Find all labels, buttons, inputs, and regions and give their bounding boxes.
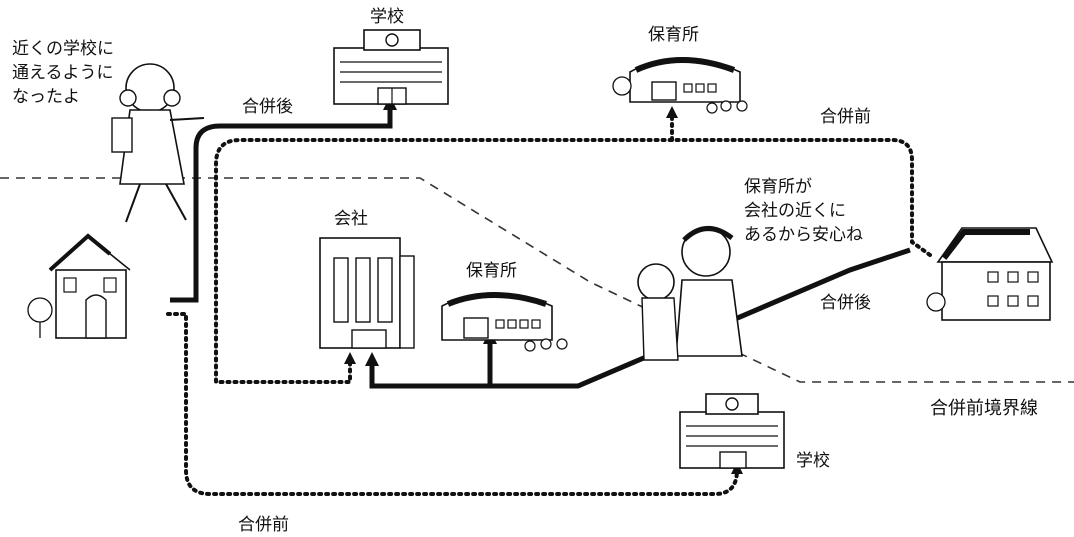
school-bottom-label: 学校: [796, 451, 830, 471]
school-bottom-building: [679, 393, 785, 469]
child-speech-line-3: なったよ: [12, 87, 80, 107]
mother-speech-line-3: あるから安心ね: [744, 225, 863, 245]
after-merger-label-top: 合併後: [242, 97, 293, 117]
house-right: [926, 227, 1054, 321]
school-top-building: [333, 29, 449, 105]
arrow-head-company-dotted: [344, 352, 356, 364]
nursery-top-building: [612, 57, 748, 114]
before-merger-label-top: 合併前: [820, 107, 871, 127]
before-merger-route-top: [214, 138, 932, 384]
former-boundary-line: [0, 177, 1074, 383]
house-left: [27, 233, 131, 339]
after-merger-label-right: 合併後: [820, 293, 871, 313]
after-merger-route: [170, 105, 393, 303]
former-boundary-label: 合併前境界線: [930, 398, 1038, 419]
nursery-mid-label: 保育所: [466, 261, 517, 281]
girl-figure: [111, 63, 205, 223]
after-merger-route-commute: [369, 247, 911, 389]
child-speech-line-1: 近くの学校に: [12, 39, 114, 59]
before-merger-route-bottom: [166, 312, 739, 496]
mother-speech-line-2: 会社の近くに: [744, 201, 846, 221]
company-building: [319, 237, 415, 349]
mother-speech-line-1: 保育所が: [744, 177, 812, 197]
nursery-mid-building: [441, 292, 568, 352]
nursery-top-label: 保育所: [648, 25, 699, 45]
before-merger-label-bottom: 合併前: [238, 515, 289, 535]
arrow-head-company: [365, 352, 379, 366]
arrow-head-nursery-top: [666, 106, 678, 118]
school-top-label: 学校: [370, 7, 404, 27]
child-speech-line-2: 通えるように: [12, 63, 114, 83]
company-label: 会社: [334, 209, 368, 229]
mother-and-child-figure: [637, 226, 743, 361]
